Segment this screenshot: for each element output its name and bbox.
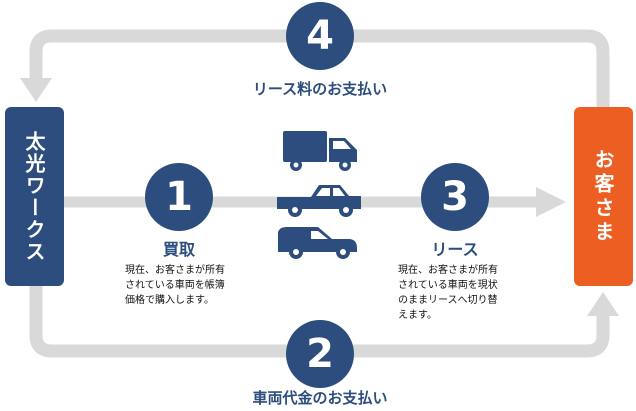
- step-2-badge: 2: [286, 320, 354, 388]
- middle-flow-arrowhead: [536, 187, 566, 217]
- lease-payment-arrowhead: [20, 78, 52, 102]
- customer-box: お客さま: [574, 107, 633, 286]
- step-4-label: リース料のお支払い: [252, 80, 388, 98]
- step-1-description: 現在、お客さまが所有 されている車両を帳簿 価格で購入します。: [125, 265, 225, 306]
- pickup-truck-icon: [277, 185, 361, 217]
- step-3-badge: 3: [421, 163, 489, 231]
- customer-label: お客さま: [591, 148, 615, 245]
- van-icon: [278, 227, 357, 259]
- step-4-badge: 4: [286, 2, 354, 70]
- step-3-description: 現在、お客さまが所有 されている車両を現状 のままリースへ切り替 えます。: [398, 265, 498, 321]
- step-1-badge: 1: [145, 163, 213, 231]
- truck-icon: [283, 131, 357, 171]
- vehicle-payment-arrowhead: [587, 292, 619, 316]
- company-box: 太光ワークス: [5, 107, 64, 286]
- step-1-title: 買取: [162, 240, 196, 259]
- step-3-title: リース: [431, 240, 479, 259]
- company-label: 太光ワークス: [22, 130, 46, 263]
- step-2-label: 車両代金のお支払い: [252, 389, 388, 407]
